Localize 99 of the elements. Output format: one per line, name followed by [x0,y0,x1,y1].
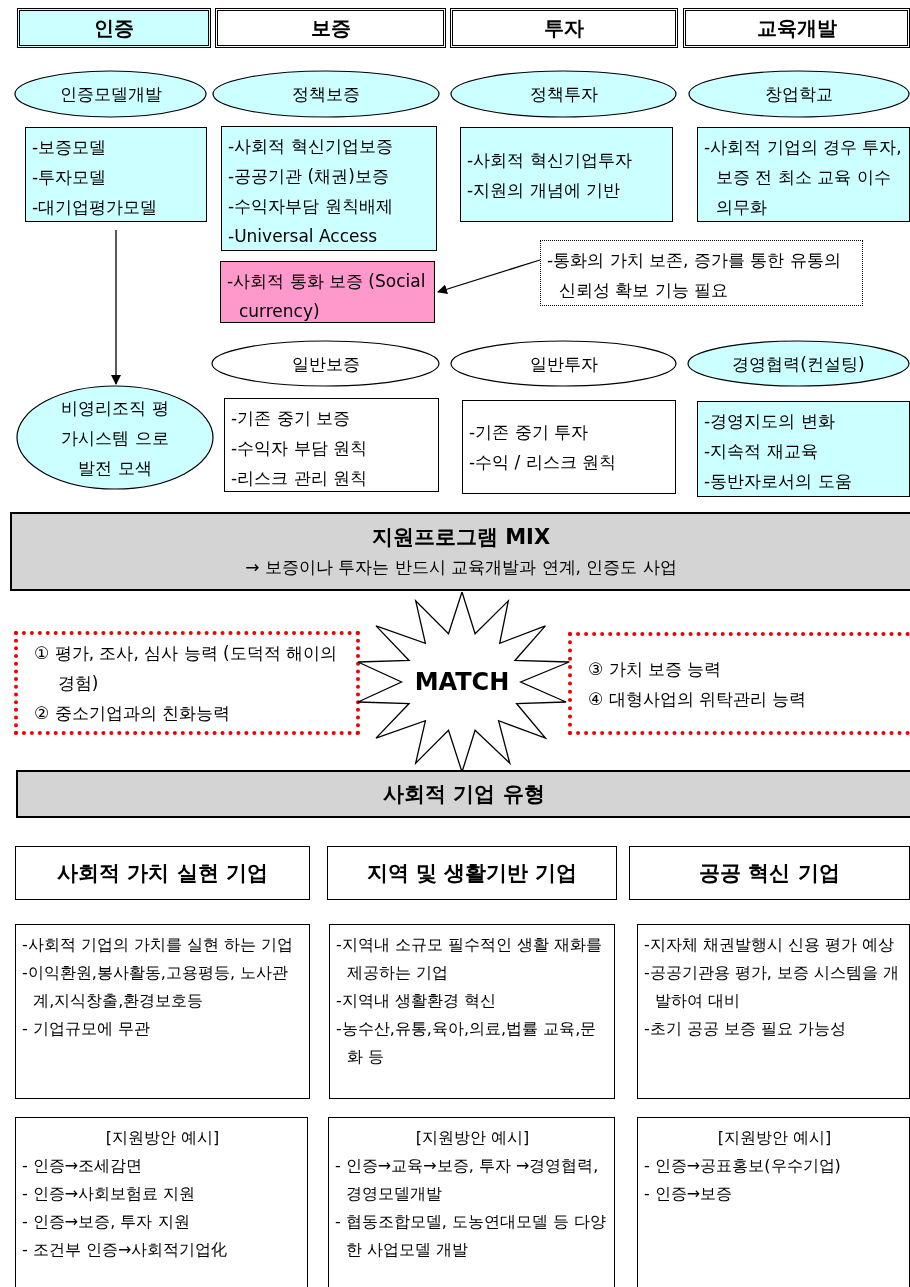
ellipse-node [211,340,440,387]
bullet-text: -농수산,유통,육아,의료,법률 교육,문화 등 [336,1018,598,1068]
bullet-text: -기존 중기 투자 [469,421,589,444]
capability-box [568,632,910,735]
arrow [111,229,121,385]
header-label: 보증 [310,15,351,42]
ellipse-node [14,70,207,118]
header-label: 지역 및 생활기반 기업 [366,860,578,887]
banner-band [16,770,910,818]
ellipse-label: 비영리조직 평가시스템 으로 발전 모색 [60,396,170,480]
bullet-text: -지원의 개념에 기반 [467,178,621,202]
bullet-text: -지자체 채권발행시 신용 평가 예상 [644,934,896,956]
bullet-text: -대기업평가모델 [32,196,159,219]
text-box [637,924,910,1099]
bullet-text: - 인증→교육→보증, 투자 →경영협력, 경영모델개발 [335,1155,600,1205]
bullet-text: -지역내 소규모 필수적인 생활 재화를 제공하는 기업 [336,934,604,984]
category-header [450,8,678,48]
starburst-label: MATCH [414,667,510,697]
type-header [15,846,310,900]
bullet-text: - 조건부 인증→사회적기업化 [22,1239,229,1261]
bullet-text: - 인증→사회보험료 지원 [22,1183,197,1205]
example-box [15,1117,308,1287]
ellipse-label: 인증모델개발 [59,83,162,106]
text-box [460,127,673,222]
ellipse-node [450,340,677,387]
bullet-text: -이익환원,봉사활동,고용평등, 노사관계,지식창출,환경보호등 [22,962,290,1012]
text-box [329,924,615,1099]
text-box [462,400,676,494]
text-box [15,924,310,1099]
bullet-text: -사회적 혁신기업보증 [228,135,394,158]
bullet-text: -사회적 혁신기업투자 [467,148,633,172]
banner-text: 사회적 기업 유형 [382,781,546,808]
bullet-text: -사회적 기업의 가치를 실현 하는 기업 [22,934,295,956]
box-heading: [지원방안 예시] [414,1127,531,1149]
ellipse-label: 일반보증 [291,352,360,376]
bullet-text: -공공기관 (채권)보증 [228,165,390,188]
banner-text: → 보증이나 투자는 반드시 교육개발과 연계, 인증도 사업 [244,555,678,579]
category-header [683,8,910,48]
bullet-text: -경영지도의 변화 [704,410,836,433]
bullet-text: -보증모델 [32,136,108,159]
header-label: 사회적 가치 실현 기업 [57,860,268,887]
arrow [437,259,541,295]
example-box [328,1117,615,1287]
type-header [327,846,617,900]
bullet-text: - 인증→보증, 투자 지원 [22,1211,191,1233]
box-heading: [지원방안 예시] [104,1127,221,1149]
bullet-text: -사회적 통화 보증 (Social currency) [227,270,427,323]
header-label: 인증 [94,15,134,42]
category-header [17,8,211,48]
note-text: -통화의 가치 보존, 증가를 통한 유통의 신뢰성 확보 기능 필요 [547,249,842,302]
bullet-text: -수익자 부담 원칙 [231,437,368,460]
ellipse-node [688,70,910,118]
ellipse-node [687,340,910,387]
ellipse-node [16,385,214,490]
ellipse-label: 정책투자 [529,83,598,106]
header-label: 공공 혁신 기업 [699,860,840,887]
capability-text: ③ 가치 보증 능력 [588,657,723,681]
box-heading: [지원방안 예시] [716,1127,833,1149]
note-box [540,240,863,306]
ellipse-node [450,70,677,118]
bullet-text: -동반자로서의 도움 [704,470,853,493]
capability-text: ② 중소기업과의 친화능력 [34,702,232,725]
bullet-text: -지속적 재교육 [704,440,819,463]
ellipse-label: 경영협력(컨설팅) [732,352,865,376]
capability-box [14,631,360,735]
ellipse-node [212,70,440,118]
text-box [221,126,437,251]
bullet-text: - 인증→조세감면 [22,1155,144,1177]
capability-text: ④ 대형사업의 위탁관리 능력 [588,687,808,711]
bullet-text: -리스크 관리 원칙 [231,467,368,490]
text-box [25,127,207,222]
bullet-text: -공공기관용 평가, 보증 시스템을 개발하여 대비 [644,962,901,1012]
type-header [629,846,910,900]
ellipse-label: 창업학교 [765,83,833,106]
text-box [224,398,439,492]
bullet-text: -수익자부담 원칙배제 [228,195,394,218]
header-label: 교육개발 [756,15,837,42]
ellipse-label: 일반투자 [529,352,598,376]
text-box [220,261,435,323]
ellipse-label: 정책보증 [292,83,360,106]
bullet-text: -투자모델 [32,166,108,189]
banner-band [10,512,910,591]
bullet-text: - 인증→공표홍보(우수기업) [644,1155,842,1177]
header-label: 투자 [544,15,584,42]
bullet-text: -사회적 기업의 경우 투자, 보증 전 최소 교육 이수 의무화 [704,136,903,219]
bullet-text: -수익 / 리스크 원칙 [469,451,618,474]
bullet-text: -기존 중기 보증 [231,407,351,430]
bullet-text: - 협동조합모델, 도농연대모델 등 다양한 사업모델 개발 [335,1211,608,1261]
text-box [697,127,910,222]
bullet-text: -Universal Access [228,225,379,248]
bullet-text: -지역내 생활환경 혁신 [336,990,497,1012]
bullet-text: -초기 공공 보증 필요 가능성 [644,1018,848,1040]
bullet-text: - 인증→보증 [644,1183,734,1205]
bullet-text: - 기업규모에 무관 [22,1018,151,1040]
capability-text: ① 평가, 조사, 심사 능력 (도덕적 해이의 경험) [34,642,339,695]
banner-text: 지원프로그램 MIX [370,523,552,551]
text-box [697,401,910,497]
example-box [637,1117,910,1287]
category-header [215,8,446,48]
